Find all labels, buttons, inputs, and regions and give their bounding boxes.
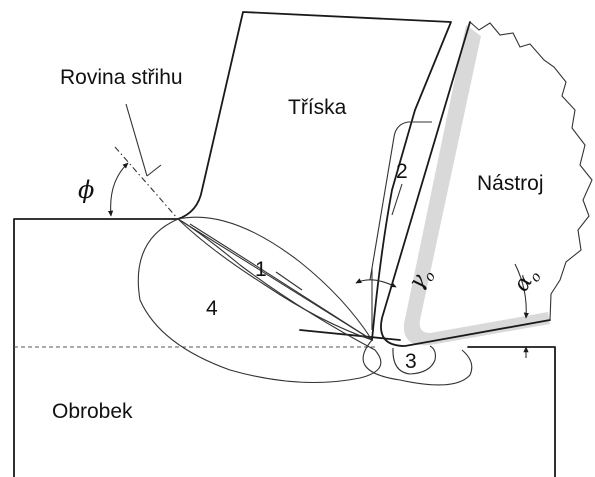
tool-rough-edge [469,21,593,321]
zone2-leader [391,183,403,216]
tool-coating [403,25,550,346]
zone2-outline [369,121,432,281]
tool-outline [380,21,551,347]
chip-label: Tříska [288,96,347,119]
shear-angle-symbol: ϕ [78,176,94,204]
workpiece-outline [13,218,556,477]
tool-label: Nástroj [477,172,544,195]
shear-plane-leader [125,103,148,177]
zone1-number: 1 [255,258,267,281]
zone2-number: 2 [396,160,408,183]
chip-outline [177,11,452,341]
zone4-number: 4 [206,297,218,320]
zone1-leader [275,271,303,291]
zone3-outline [392,345,436,375]
shear-plane-tick [146,164,162,177]
shear-plane-line [114,146,179,220]
clearance-angle-arc [514,263,530,319]
zone1-inner [189,223,373,341]
shear-plane-label: Rovina střihu [60,66,183,89]
zone3-outer [362,339,473,386]
shear-angle-arc [107,162,129,217]
rake-angle-arc [355,278,397,288]
zone3-number: 3 [405,350,417,373]
workpiece-label: Obrobek [52,400,133,423]
zone4-outline [137,218,382,383]
clearance-angle-symbol: αo [509,263,545,298]
